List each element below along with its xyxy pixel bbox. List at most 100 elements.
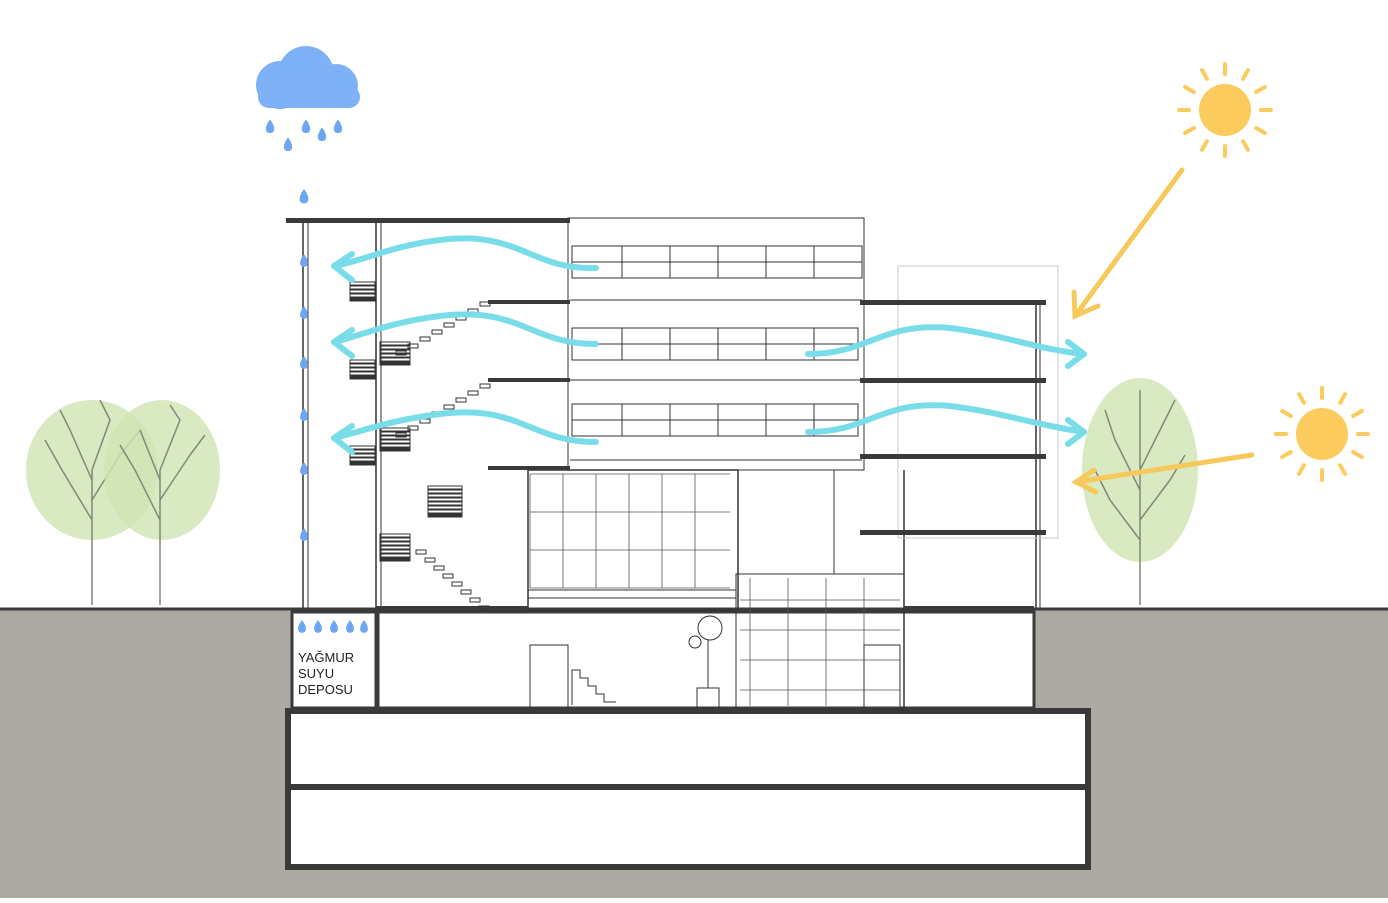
ventilation-arrows bbox=[331, 235, 1087, 455]
tank-label-line-1: YAĞMUR bbox=[298, 650, 354, 665]
water-drop-icon bbox=[299, 189, 309, 204]
stair-step bbox=[442, 573, 454, 579]
floor-slab bbox=[904, 606, 1034, 610]
wind-arrow bbox=[331, 235, 599, 272]
landing-tread bbox=[349, 297, 376, 302]
wind-arrow bbox=[331, 409, 599, 445]
sun-ray bbox=[1297, 463, 1306, 476]
water-drop-icon bbox=[300, 306, 308, 319]
wind-arrow-head bbox=[1065, 339, 1087, 369]
water-drop-icon bbox=[300, 408, 308, 421]
stair-step bbox=[443, 322, 455, 328]
stair-step bbox=[443, 404, 455, 410]
wind-arrow bbox=[805, 324, 1087, 357]
stair-step bbox=[424, 557, 436, 563]
sun-ray bbox=[1200, 139, 1209, 152]
sun-group bbox=[1177, 62, 1370, 482]
landing-tread bbox=[379, 447, 411, 452]
landing-tread bbox=[379, 541, 411, 546]
wind-arrow bbox=[331, 311, 599, 347]
landing-tread bbox=[349, 453, 376, 458]
water-drop-icon bbox=[301, 119, 311, 134]
landing-tread bbox=[349, 461, 376, 466]
sun-ray bbox=[1200, 68, 1209, 81]
landing-tread bbox=[379, 341, 411, 346]
water-drop-icon bbox=[330, 620, 338, 633]
landing-tread bbox=[349, 293, 376, 298]
rainwater-tank-label: YAĞMUR SUYU DEPOSU bbox=[298, 650, 354, 697]
landing-tread bbox=[379, 427, 411, 432]
floor-slabs bbox=[286, 218, 1046, 610]
landing-tread bbox=[379, 361, 411, 366]
landing-tread bbox=[379, 353, 411, 358]
landing-tread bbox=[379, 553, 411, 558]
water-drop-icon bbox=[360, 620, 368, 633]
sun-ray bbox=[1183, 85, 1196, 94]
tank-label-line-3: DEPOSU bbox=[298, 682, 353, 697]
landing-tread bbox=[427, 493, 463, 498]
sun-ray bbox=[1351, 409, 1364, 418]
tree-icon bbox=[1082, 378, 1198, 605]
floor-slab bbox=[488, 300, 570, 304]
landing-tread bbox=[349, 281, 376, 286]
sun-ray bbox=[1183, 126, 1196, 135]
floor-slab bbox=[860, 454, 1046, 459]
landing-tread bbox=[379, 349, 411, 354]
landing-tread bbox=[349, 457, 376, 462]
water-drop-icon bbox=[317, 127, 327, 142]
sun-ray bbox=[1338, 463, 1347, 476]
floor-slab bbox=[488, 466, 570, 470]
floor-slab bbox=[488, 378, 570, 382]
stair-step bbox=[469, 597, 481, 603]
stair-step bbox=[415, 549, 427, 555]
water-drop-icon bbox=[300, 528, 308, 541]
floor-slab bbox=[376, 606, 528, 610]
sun-ray bbox=[1254, 126, 1267, 135]
landing-tread bbox=[349, 289, 376, 294]
landing-tread bbox=[379, 533, 411, 538]
landing-tread bbox=[349, 363, 376, 368]
landing-tread bbox=[379, 345, 411, 350]
landing-tread bbox=[427, 489, 463, 494]
lower-floor-details bbox=[529, 615, 901, 709]
water-drop-icon bbox=[300, 356, 308, 369]
sun-ray bbox=[1280, 450, 1293, 459]
stair-step bbox=[433, 565, 445, 571]
landing-tread bbox=[427, 505, 463, 510]
sun-ray bbox=[1351, 450, 1364, 459]
sun-ray bbox=[1241, 139, 1250, 152]
stair-step bbox=[479, 301, 491, 307]
tank-label-line-2: SUYU bbox=[298, 666, 334, 681]
sun-disc bbox=[1199, 84, 1251, 136]
landing-tread bbox=[349, 371, 376, 376]
landing-tread bbox=[349, 359, 376, 364]
window-bands bbox=[571, 245, 863, 437]
wind-arrow-head bbox=[331, 327, 355, 359]
floor-slab bbox=[286, 218, 570, 223]
sun-ray-arrow bbox=[1071, 452, 1255, 495]
sun-ray-arrow bbox=[1071, 167, 1185, 320]
landing-tread bbox=[349, 285, 376, 290]
landing-tread bbox=[427, 509, 463, 514]
stairs bbox=[349, 281, 491, 611]
landing-tread bbox=[427, 485, 463, 490]
sun-icon bbox=[1177, 62, 1273, 158]
landing-tread bbox=[379, 545, 411, 550]
sun-ray bbox=[1241, 68, 1250, 81]
stair-step bbox=[479, 383, 491, 389]
water-drop-icon bbox=[333, 119, 343, 134]
floor-slab bbox=[860, 378, 1046, 383]
basement bbox=[285, 610, 1091, 870]
water-drop-icon bbox=[298, 620, 306, 633]
landing-tread bbox=[379, 443, 411, 448]
floor-slab bbox=[860, 530, 1046, 535]
water-drop-icon bbox=[346, 620, 354, 633]
water-drop-icon bbox=[300, 254, 308, 267]
landing-tread bbox=[379, 439, 411, 444]
wind-arrow-head bbox=[1065, 417, 1087, 447]
landing-tread bbox=[349, 367, 376, 372]
landing-tread bbox=[427, 513, 463, 518]
sun-icon bbox=[1274, 386, 1370, 482]
stair-step bbox=[419, 336, 431, 342]
